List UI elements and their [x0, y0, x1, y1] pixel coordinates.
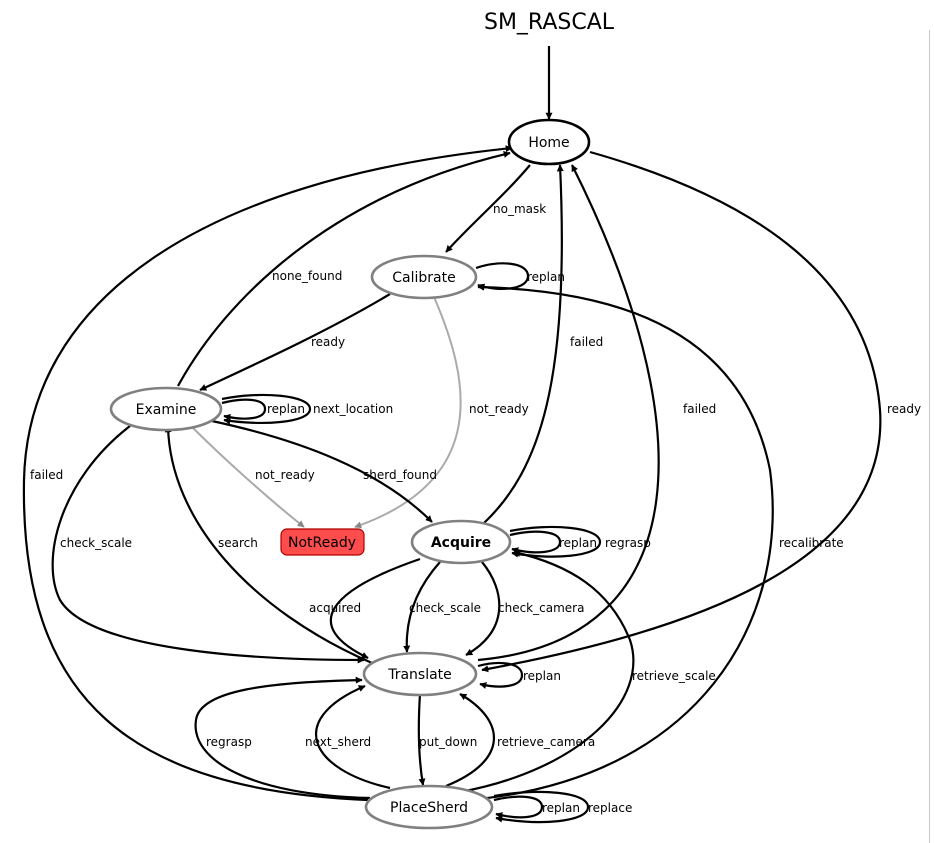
edge-acquired	[329, 557, 421, 659]
edge-recalibrate	[467, 283, 774, 802]
edge-calibrate-ready	[199, 293, 391, 391]
edge-replace	[493, 790, 590, 824]
edge-label-translate-failed: failed	[683, 402, 716, 416]
node-translate-label: Translate	[387, 667, 452, 683]
edge-label-acquired: acquired	[309, 601, 361, 615]
edge-label-acquire-failed: failed	[570, 335, 603, 349]
edge-label-replace: replace	[588, 801, 632, 815]
edge-placesherd-failed	[22, 145, 513, 802]
edge-label-calibrate-ready: ready	[311, 335, 345, 349]
edge-labels: no_mask replan none_found ready failed r…	[30, 202, 921, 815]
edge-calibrate-not-ready	[354, 296, 462, 529]
node-translate-shape	[362, 651, 478, 697]
node-home-shape	[507, 118, 591, 166]
node-placesherd-shape	[364, 784, 494, 830]
edge-label-no-mask: no_mask	[493, 202, 546, 216]
node-calibrate[interactable]: Calibrate	[370, 254, 478, 300]
edge-sherd-found	[211, 419, 433, 523]
edge-translate-replan	[477, 661, 524, 689]
node-acquire-label: Acquire	[431, 535, 491, 551]
node-notready[interactable]: NotReady	[280, 528, 365, 556]
edge-examine-not-ready	[189, 424, 305, 528]
edge-next-location	[221, 393, 312, 425]
edge-next-sherd	[315, 684, 391, 790]
diagram-title: SM_RASCAL	[484, 10, 615, 35]
edge-retrieve-scale	[459, 550, 635, 794]
edge-acquire-replan	[509, 530, 562, 554]
node-examine[interactable]: Examine	[109, 386, 223, 432]
edge-none-found	[177, 151, 511, 387]
node-home[interactable]: Home	[507, 118, 591, 166]
edge-label-regrasp-placesherd: regrasp	[206, 735, 252, 749]
edge-search	[164, 425, 373, 665]
edges	[22, 46, 882, 824]
node-examine-label: Examine	[136, 402, 197, 418]
node-calibrate-shape	[370, 254, 478, 300]
edge-retrieve-camera	[445, 693, 495, 788]
node-calibrate-label: Calibrate	[392, 270, 455, 286]
edge-check-camera	[465, 561, 501, 656]
edge-label-check-camera: check_camera	[498, 601, 584, 615]
node-placesherd[interactable]: PlaceSherd	[364, 784, 494, 830]
edge-label-acquire-replan: replan	[559, 536, 597, 550]
edge-label-next-sherd: next_sherd	[305, 735, 371, 749]
edge-label-sherd-found: sherd_found	[363, 468, 437, 482]
edge-label-regrasp-acquire: regrasp	[605, 536, 651, 550]
edge-examine-replan	[221, 398, 267, 421]
node-acquire[interactable]: Acquire	[410, 519, 512, 565]
edge-check-scale-acquire	[403, 561, 441, 653]
edge-regrasp-placesherd	[194, 676, 371, 800]
edge-translate-failed	[477, 164, 660, 662]
edge-label-retrieve-camera: retrieve_camera	[497, 735, 595, 749]
edge-placesherd-replan	[493, 795, 544, 819]
node-examine-shape	[109, 386, 223, 432]
edge-label-search: search	[218, 536, 258, 550]
edge-label-calibrate-replan: replan	[527, 270, 565, 284]
edge-label-placesherd-replan: replan	[542, 801, 580, 815]
edge-label-retrieve-scale: retrieve_scale	[632, 669, 716, 683]
nodes: Home Calibrate Examine NotReady Acquire …	[109, 118, 591, 830]
edge-label-examine-replan: replan	[267, 402, 305, 416]
node-translate[interactable]: Translate	[362, 651, 478, 697]
edge-no-mask	[445, 164, 531, 253]
edge-home-ready	[481, 150, 882, 673]
edge-label-check-scale-examine: check_scale	[60, 536, 132, 550]
window-right-border	[929, 30, 930, 843]
edge-label-examine-not-ready: not_ready	[255, 468, 315, 482]
edge-label-next-location: next_location	[313, 402, 393, 416]
edge-label-none-found: none_found	[272, 269, 342, 283]
edge-check-scale-examine	[51, 425, 365, 664]
node-home-label: Home	[528, 135, 569, 151]
edge-label-put-down: put_down	[419, 735, 477, 749]
edge-acquire-regrasp	[509, 525, 602, 558]
edge-put-down	[417, 693, 426, 786]
edge-label-check-scale-acquire: check_scale	[409, 601, 481, 615]
edge-label-translate-replan: replan	[523, 669, 561, 683]
edge-acquire-failed	[483, 164, 564, 524]
node-acquire-shape	[410, 519, 512, 565]
edge-label-placesherd-failed: failed	[30, 468, 63, 482]
node-notready-shape	[280, 528, 365, 556]
edge-label-calibrate-not-ready: not_ready	[469, 402, 529, 416]
edge-calibrate-replan	[475, 262, 530, 291]
edge-label-home-ready: ready	[887, 402, 921, 416]
edge-label-recalibrate: recalibrate	[779, 536, 844, 550]
node-placesherd-label: PlaceSherd	[390, 800, 468, 816]
node-notready-label: NotReady	[288, 535, 356, 551]
